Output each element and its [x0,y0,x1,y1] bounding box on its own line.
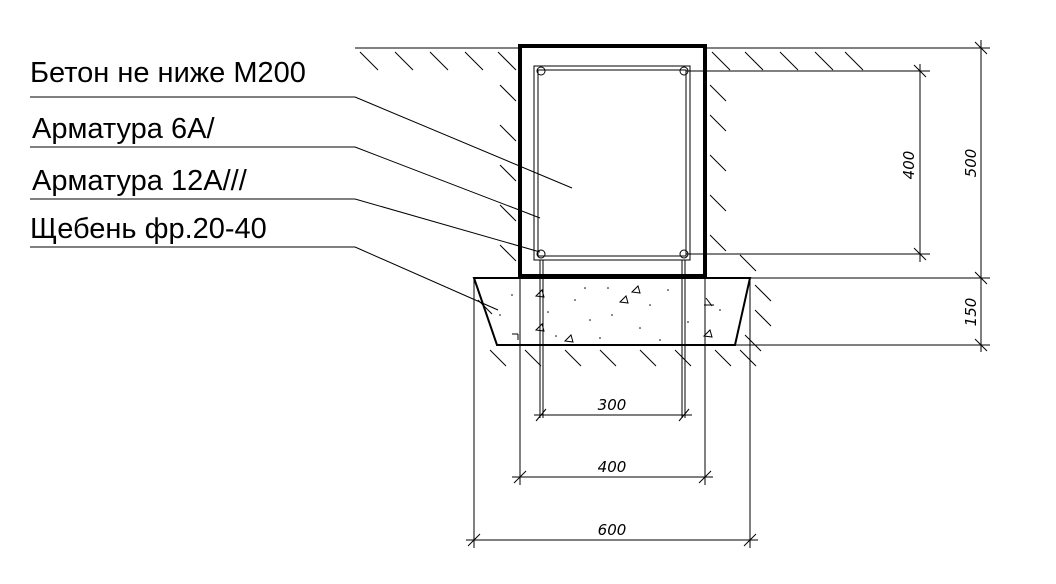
rebar-bars-12mm [536,66,689,259]
dimension-cage-width [534,408,692,422]
concrete-column [518,44,707,278]
rebar-cage [533,65,691,418]
dimension-base-width [466,278,758,548]
leader-lines [30,96,573,311]
dimension-column-height [735,40,990,352]
dimension-base-width-value: 600 [598,521,627,539]
dimension-cage-height [686,64,930,262]
dimension-column-width-value: 400 [598,458,627,476]
gravel-dots [499,287,721,341]
soil-hatching [359,51,864,367]
label-rebar-6: Арматура 6А/ [32,113,215,145]
dimension-cage-height-value: 400 [900,151,918,180]
dimension-gravel-height-value: 150 [962,298,980,327]
dimension-cage-width-value: 300 [598,396,627,414]
dimension-column-height-value: 500 [962,149,980,178]
label-rebar-12: Арматура 12А/// [32,165,248,197]
gravel-aggregate-marks [512,285,714,343]
dimension-column-width [512,278,713,485]
gravel-base [472,277,752,346]
label-gravel: Щебень фр.20-40 [30,213,267,245]
label-concrete: Бетон не ниже М200 [30,57,306,89]
